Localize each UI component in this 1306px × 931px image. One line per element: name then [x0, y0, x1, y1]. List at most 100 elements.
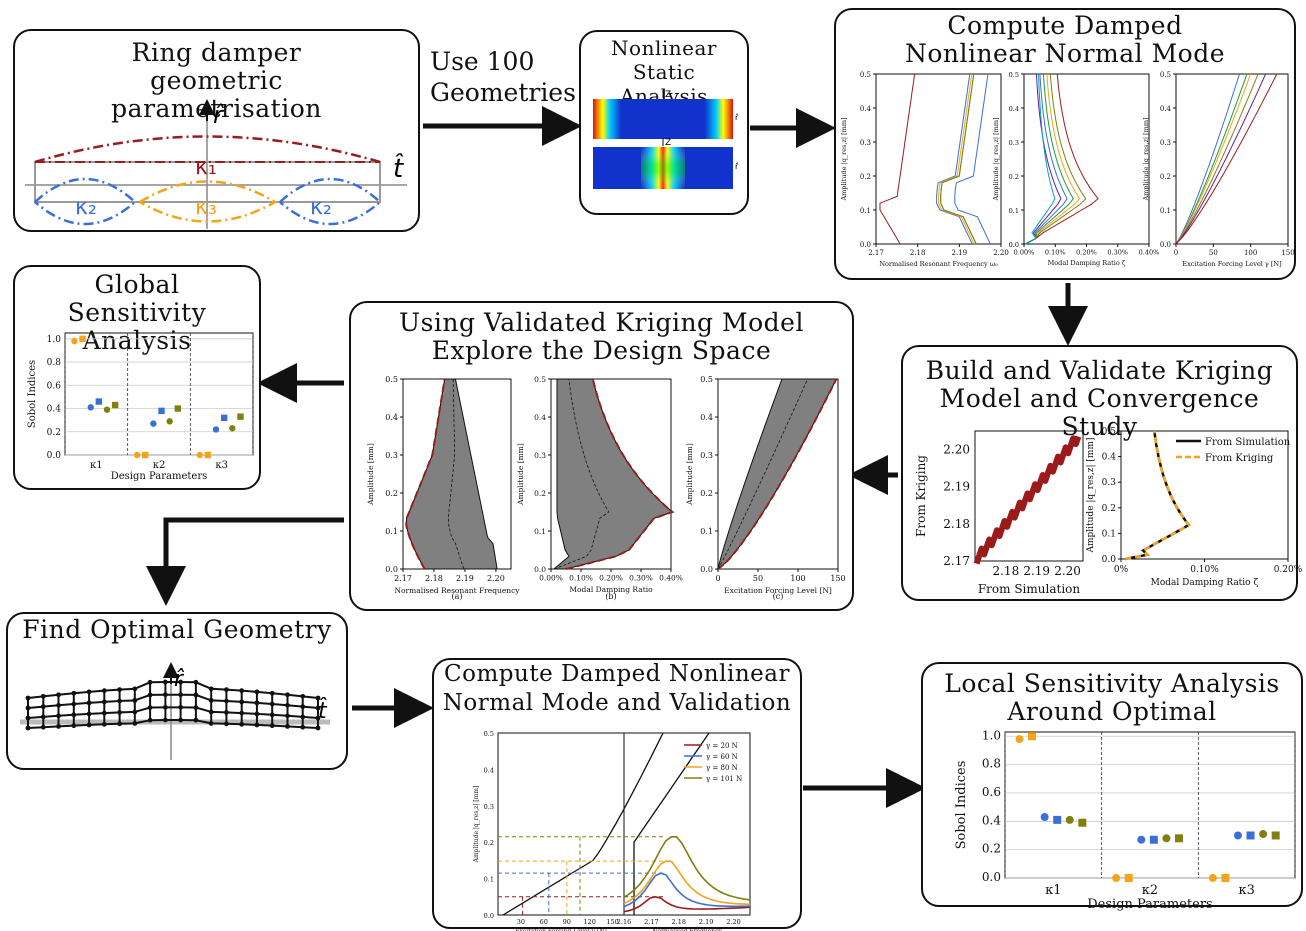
lsa-box: Local Sensitivity Analysis Around Optima…	[921, 662, 1303, 912]
dnnm-freq-series	[879, 73, 916, 245]
caption: (c)	[773, 592, 784, 601]
y-tick-label: 0.1	[1102, 529, 1116, 539]
y-tick-label: 0.0	[534, 565, 546, 574]
mesh-node	[25, 695, 31, 701]
dnnm-force-series	[1175, 73, 1240, 245]
y-tick-label: 0.3	[1102, 478, 1117, 488]
mesh-node	[254, 711, 260, 717]
mesh-node	[25, 725, 31, 731]
x-tick-label: 0.40%	[659, 574, 683, 583]
sobol-point	[1028, 732, 1037, 741]
validation-frf-curve	[623, 860, 751, 906]
static-z-top: Z	[665, 90, 671, 100]
y-tick-label: 0.3	[484, 803, 494, 811]
sobol-point	[237, 413, 244, 420]
y-tick-label: 2.17	[943, 554, 970, 568]
sobol-point	[1078, 818, 1087, 827]
x-axis-label: Normalised Resonant Frequency ω₀	[879, 260, 998, 268]
mesh-node	[254, 700, 260, 706]
x-axis-label: Excitation Forcing Level [N]	[724, 586, 832, 595]
x-tick-label: 2.17	[868, 249, 884, 257]
y-axis-label: Amplitude |q_res,z| [mm]	[1086, 437, 1096, 553]
plot-frame	[1120, 430, 1289, 560]
x-axis-label: Modal Damping Ratio	[569, 585, 653, 594]
x-tick-label: 30	[517, 918, 525, 926]
sobol-point	[1053, 815, 1062, 824]
y-tick-label: 0.5	[700, 375, 713, 384]
plot-frame	[1004, 731, 1296, 879]
mesh-node	[239, 710, 245, 716]
sobol-point	[204, 451, 212, 459]
mesh-node	[224, 687, 229, 693]
sobol-point	[158, 407, 165, 415]
sobol-point	[1112, 874, 1121, 882]
x-tick-label: 0	[715, 574, 720, 583]
sobol-point	[87, 404, 94, 411]
mesh-node	[269, 690, 275, 696]
sobol-point	[79, 335, 86, 343]
mesh-node	[71, 701, 77, 707]
mesh-node	[162, 692, 168, 698]
kappa2-right	[279, 177, 382, 226]
ring-box: Ring damper geometric parametrisation r̂…	[13, 29, 420, 232]
y-tick-label: 1.0	[47, 335, 62, 345]
plot-frame	[974, 430, 1084, 562]
y-tick-label: 0.1	[1009, 207, 1019, 215]
sobol-point	[1233, 831, 1242, 840]
dnnm-damp-series	[1025, 73, 1074, 245]
mesh-node	[254, 689, 260, 695]
sobol-point	[1065, 815, 1074, 824]
dnnm-damp-chart: 0.00%0.10%0.20%0.30%0.40%0.00.10.20.30.4…	[992, 71, 1159, 267]
y-tick-label: 0.2	[1102, 504, 1116, 514]
mesh-node	[193, 705, 199, 710]
mesh-node	[315, 705, 321, 711]
sobol-point	[1259, 830, 1268, 839]
x-tick-label: 2.20	[487, 574, 505, 583]
kriging-title: Build and Validate Kriging Model and Con…	[925, 356, 1274, 441]
x-axis-label: Modal Damping Ratio ζ	[1151, 578, 1259, 588]
ring-diagram: r̂ t̂ κ₁ κ₂ κ₃ κ₂	[25, 99, 407, 229]
x-axis-label: Excitation Forcing Level γ [N]	[1182, 260, 1281, 268]
mesh-node	[285, 713, 290, 719]
validation-frf-curve	[623, 895, 751, 913]
mesh-node	[56, 692, 61, 698]
optimal-geometry: r̂ t̂	[20, 662, 330, 760]
mesh-node	[178, 679, 184, 685]
validation-frf-curve	[623, 835, 751, 901]
mesh-node	[178, 717, 184, 723]
y-tick-label: 0.4	[484, 766, 494, 774]
dnnm-damp-series	[1025, 73, 1068, 245]
plot-frame	[1175, 73, 1289, 245]
sobol-point	[174, 405, 181, 412]
mesh-node	[132, 697, 138, 703]
sobol-point	[1175, 834, 1183, 843]
y-tick-label: 0.2	[982, 842, 1001, 856]
dnnm-force-series	[1175, 73, 1267, 245]
sobol-point	[1221, 874, 1230, 882]
y-tick-label: 0.2	[47, 428, 61, 438]
mesh-node	[132, 686, 138, 692]
sobol-point	[196, 451, 203, 459]
legend-label: From Kriging	[1205, 453, 1274, 464]
plot-frame	[717, 378, 839, 570]
x-tick-label: 0	[1174, 249, 1178, 257]
mesh-node	[315, 715, 321, 721]
y-tick-label: 2.19	[943, 480, 970, 494]
x-tick-label: 50	[753, 574, 763, 583]
y-axis-label: Sobol Indices	[27, 360, 38, 428]
sobol-point	[1271, 831, 1280, 840]
mesh-node	[101, 699, 107, 705]
dnnm-damp-series	[1025, 73, 1099, 245]
mesh-node	[254, 722, 260, 728]
y-tick-label: 0.4	[700, 413, 713, 422]
mesh-node	[269, 712, 275, 718]
explore-damp-chart: 0.00%0.10%0.20%0.30%0.40%0.00.10.20.30.4…	[516, 375, 683, 601]
sobol-point	[103, 406, 111, 413]
y-tick-label: 0.1	[534, 527, 546, 536]
x-tick-label: 0.20%	[1274, 565, 1303, 575]
sobol-point	[142, 451, 149, 459]
mesh-node	[40, 724, 46, 730]
mesh-node	[162, 704, 168, 710]
